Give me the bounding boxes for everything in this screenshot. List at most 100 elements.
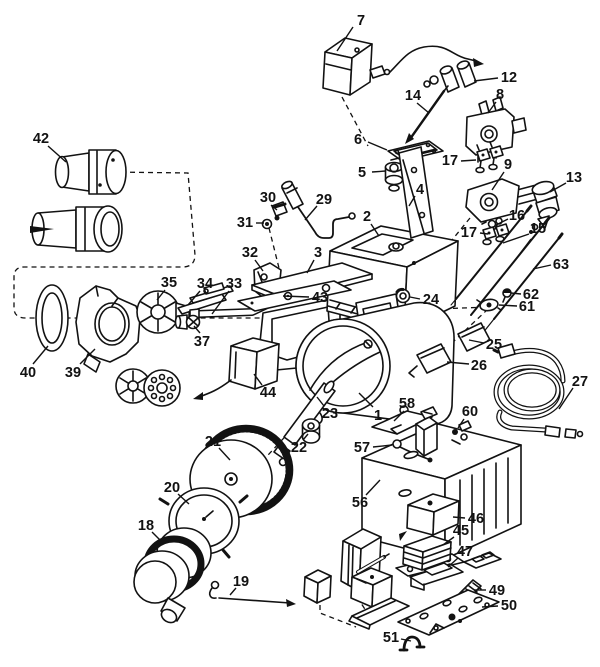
- part-label-17: 17: [442, 153, 458, 169]
- leader-line-15: [515, 238, 532, 260]
- part-22-bushing: [301, 418, 321, 444]
- leader-line-3: [306, 259, 315, 274]
- leader-line-5: [371, 170, 387, 173]
- part-63-rod: [481, 232, 564, 335]
- part-label-51: 51: [383, 630, 399, 646]
- part-46-cover: [399, 493, 460, 541]
- part-9-pump: [465, 178, 541, 223]
- cover-plate-bottom: [348, 597, 410, 630]
- leader-line-60: [457, 418, 465, 429]
- leader-line-13: [549, 182, 567, 193]
- small-box-left: [303, 569, 332, 604]
- part-label-23: 23: [322, 406, 338, 422]
- part-label-45: 45: [453, 523, 469, 539]
- small-box-relay: [350, 567, 393, 608]
- leader-line-44: [253, 373, 263, 386]
- part-label-56: 56: [352, 495, 368, 511]
- part-40-gasket: [35, 284, 69, 352]
- leader-line-62: [510, 292, 522, 295]
- part-44-coil-box: [193, 337, 280, 400]
- part-label-63: 63: [553, 257, 569, 273]
- part-label-49: 49: [489, 583, 505, 599]
- part-label-33: 33: [226, 276, 242, 292]
- part-label-14: 14: [405, 88, 421, 104]
- part-45-heater-block: [395, 535, 465, 577]
- part-34-bracket: [177, 282, 234, 315]
- part-58-cover-plate: [371, 410, 433, 435]
- part-label-21: 21: [205, 434, 221, 450]
- leader-line-39: [79, 348, 96, 365]
- leader-line-57: [372, 444, 393, 448]
- leader-line-33: [211, 290, 230, 315]
- leader-line-2: [370, 223, 380, 237]
- leader-line-18: [151, 531, 161, 541]
- leader-line-45: [442, 536, 455, 546]
- leader-line-61: [498, 304, 518, 307]
- part-label-27: 27: [572, 374, 588, 390]
- part-31-nut: [261, 218, 273, 230]
- leader-line-22: [302, 433, 309, 441]
- part-label-37: 37: [194, 334, 210, 350]
- part-label-40: 40: [20, 365, 36, 381]
- part-47-bracket: [409, 562, 464, 591]
- part-label-1: 1: [374, 408, 382, 424]
- leader-line-17: [460, 159, 477, 162]
- leader-line-6: [367, 141, 388, 151]
- part-label-50: 50: [501, 598, 517, 614]
- part-label-15: 15: [530, 221, 546, 237]
- part-57-grommet-wire: [392, 439, 433, 463]
- part-label-34: 34: [197, 276, 213, 292]
- part-label-47: 47: [457, 544, 473, 560]
- leader-line-29: [304, 205, 318, 221]
- leader-line-7: [336, 26, 354, 52]
- part-label-30: 30: [260, 190, 276, 206]
- leader-line-51: [400, 638, 412, 642]
- leader-line-34: [187, 290, 201, 306]
- leader-line-37: [193, 325, 201, 334]
- part-label-43: 43: [312, 290, 328, 306]
- leader-line-21: [218, 447, 231, 461]
- part-17-fittings-upper: [475, 141, 504, 174]
- leader-line-35: [156, 289, 166, 301]
- part-label-39: 39: [65, 365, 81, 381]
- part-label-6: 6: [354, 132, 362, 148]
- fuse-bar: [356, 553, 390, 574]
- leader-line-32: [254, 259, 264, 272]
- part-label-57: 57: [354, 440, 370, 456]
- part-label-13: 13: [566, 170, 582, 186]
- part-label-29: 29: [316, 192, 332, 208]
- leader-line-15: [502, 233, 530, 244]
- part-label-62: 62: [523, 287, 539, 303]
- part-37-adapter: [174, 314, 201, 330]
- leader-line-25: [468, 339, 485, 344]
- part-51-clip: [398, 635, 426, 652]
- part-label-19: 19: [233, 574, 249, 590]
- leader-line-63: [532, 264, 552, 270]
- leader-line-40: [32, 345, 49, 365]
- part-label-16: 16: [509, 208, 525, 224]
- leader-line-58: [393, 410, 405, 422]
- part-25-plate: [457, 322, 491, 352]
- part-8-valve: [465, 96, 527, 163]
- part-60-hardware: [451, 420, 472, 445]
- part-17-fittings-lower: [482, 223, 510, 246]
- part-label-17: 17: [461, 225, 477, 241]
- part-29-electrode: [281, 180, 356, 239]
- part-14-rod: [405, 85, 449, 144]
- part-label-25: 25: [486, 337, 502, 353]
- leader-line-27: [558, 387, 574, 410]
- part-39-flange: [75, 285, 141, 373]
- leader-line-23: [316, 396, 325, 407]
- leader-line-24: [409, 296, 421, 300]
- part-label-61: 61: [519, 299, 535, 315]
- part-42-nozzle-assembly: [30, 149, 127, 253]
- relay-block: [415, 406, 438, 457]
- part-7-transformer: [322, 37, 484, 96]
- part-24-grommet: [395, 287, 411, 304]
- leader-line-46: [452, 516, 466, 519]
- leader-line-26: [446, 361, 470, 365]
- leader-line-4: [408, 195, 416, 207]
- part-label-20: 20: [164, 480, 180, 496]
